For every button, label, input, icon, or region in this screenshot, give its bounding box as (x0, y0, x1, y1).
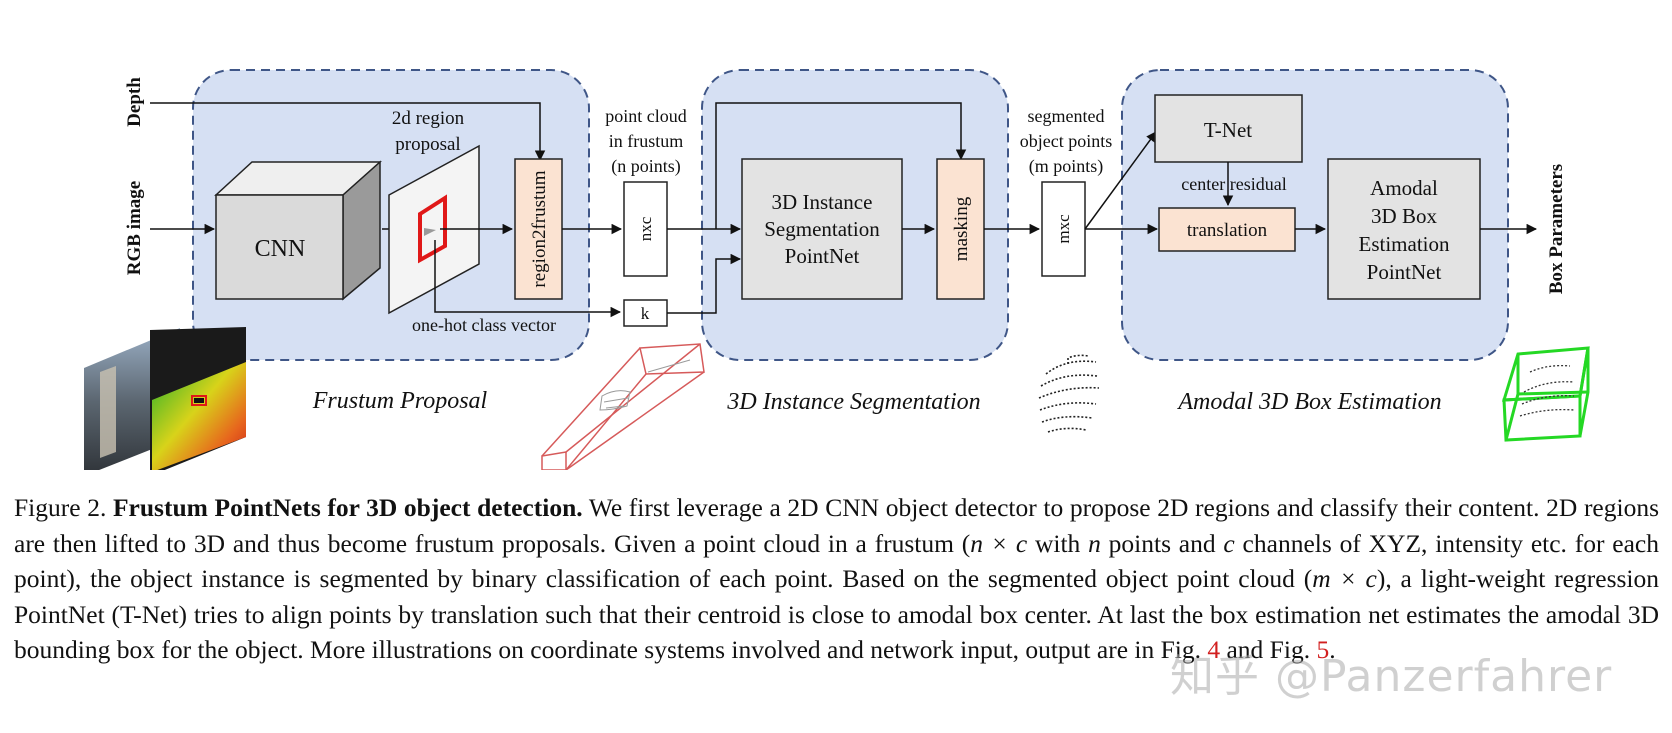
segmented-label-3: (m points) (1029, 156, 1104, 177)
figure-number: Figure 2. (14, 493, 107, 522)
frustum-proposal-title: Frustum Proposal (312, 388, 488, 414)
cnn-block: CNN (214, 160, 382, 301)
caption-body-6: and Fig. (1220, 635, 1317, 664)
rgb-image-label: RGB image (124, 181, 145, 275)
frustum-sketch (541, 343, 705, 470)
masking-block (936, 158, 985, 300)
box-estimation-pointnet-block (1327, 158, 1481, 300)
depth-arrow (150, 102, 546, 162)
nxc-box (623, 181, 668, 277)
masking-label: masking (951, 196, 972, 261)
tnet-label: T-Net (1204, 118, 1252, 142)
boxnet-label-3: Estimation (1359, 232, 1450, 256)
segmented-label-2: object points (1020, 131, 1113, 151)
k-box (623, 299, 668, 327)
box-parameters-label: Box Parameters (1546, 164, 1567, 294)
mxc-to-tnet-arrow (1084, 131, 1157, 230)
caption-math-4: m × c (1312, 564, 1377, 593)
caption-body-3: points and (1100, 528, 1224, 558)
point-cloud-label-1: point cloud (605, 106, 687, 126)
caption-math-1: n × c (970, 528, 1028, 558)
caption-body-7: . (1329, 635, 1336, 664)
figure-caption: Figure 2. Frustum PointNets for 3D objec… (14, 490, 1659, 668)
k-label: k (641, 304, 650, 323)
caption-body-5: ), a light-weight regression PointNet (T… (14, 564, 1659, 664)
mxc-label: mxc (1054, 214, 1073, 244)
segnet-label-2: Segmentation (764, 217, 880, 241)
boxnet-label-1: Amodal (1370, 176, 1438, 200)
onehot-label: one-hot class vector (412, 315, 556, 335)
depth-label: Depth (124, 77, 145, 127)
caption-body-1: We first leverage a 2D CNN object detect… (14, 493, 1660, 558)
watermark: 知乎 @Panzerfahrer (1170, 651, 1613, 702)
pointcloud-to-masking-arrow (715, 102, 967, 229)
nxc-label: nxc (636, 216, 655, 241)
mxc-box (1041, 181, 1086, 277)
segnet-label-1: 3D Instance (772, 190, 873, 214)
onehot-line (434, 240, 622, 318)
k-to-segnet-arrow (667, 253, 742, 314)
region-proposal-image (388, 144, 480, 315)
boxnet-label-4: PointNet (1367, 260, 1442, 284)
caption-title: Frustum PointNets for 3D object detectio… (112, 493, 583, 522)
center-residual-label: center residual (1181, 174, 1286, 194)
point-cloud-label-2: in frustum (609, 131, 684, 151)
segmentation-title: 3D Instance Segmentation (726, 389, 980, 415)
proposal-label-line1: 2d region (392, 108, 465, 129)
translation-label: translation (1187, 220, 1268, 241)
figure-ref-4[interactable]: 4 (1207, 635, 1221, 664)
proposal-label-line2: proposal (395, 134, 460, 155)
green-3d-box (1501, 346, 1590, 442)
caption-math-3: c (1223, 528, 1235, 558)
caption-body-2: with (1027, 528, 1089, 558)
translation-block (1158, 207, 1296, 252)
cnn-label: CNN (255, 236, 306, 262)
caption-body-4: channels of XYZ, intensity etc. for each… (14, 528, 1659, 594)
boxnet-label-2: 3D Box (1371, 204, 1437, 228)
region2frustum-label: region2frustum (529, 170, 550, 287)
segmentation-pointnet-block (741, 158, 903, 300)
pipeline-diagram: Depth RGB image CNN 2d region proposal o… (84, 69, 1590, 470)
point-cloud-label-3: (n points) (611, 156, 681, 177)
rgb-depth-images (84, 327, 246, 470)
segnet-label-3: PointNet (785, 244, 860, 268)
segmented-label-1: segmented (1028, 106, 1105, 126)
caption-math-2: n (1088, 528, 1101, 558)
figure-ref-5[interactable]: 5 (1316, 635, 1330, 664)
segmented-points-sketch (1038, 354, 1100, 433)
amodal-title: Amodal 3D Box Estimation (1176, 389, 1441, 415)
